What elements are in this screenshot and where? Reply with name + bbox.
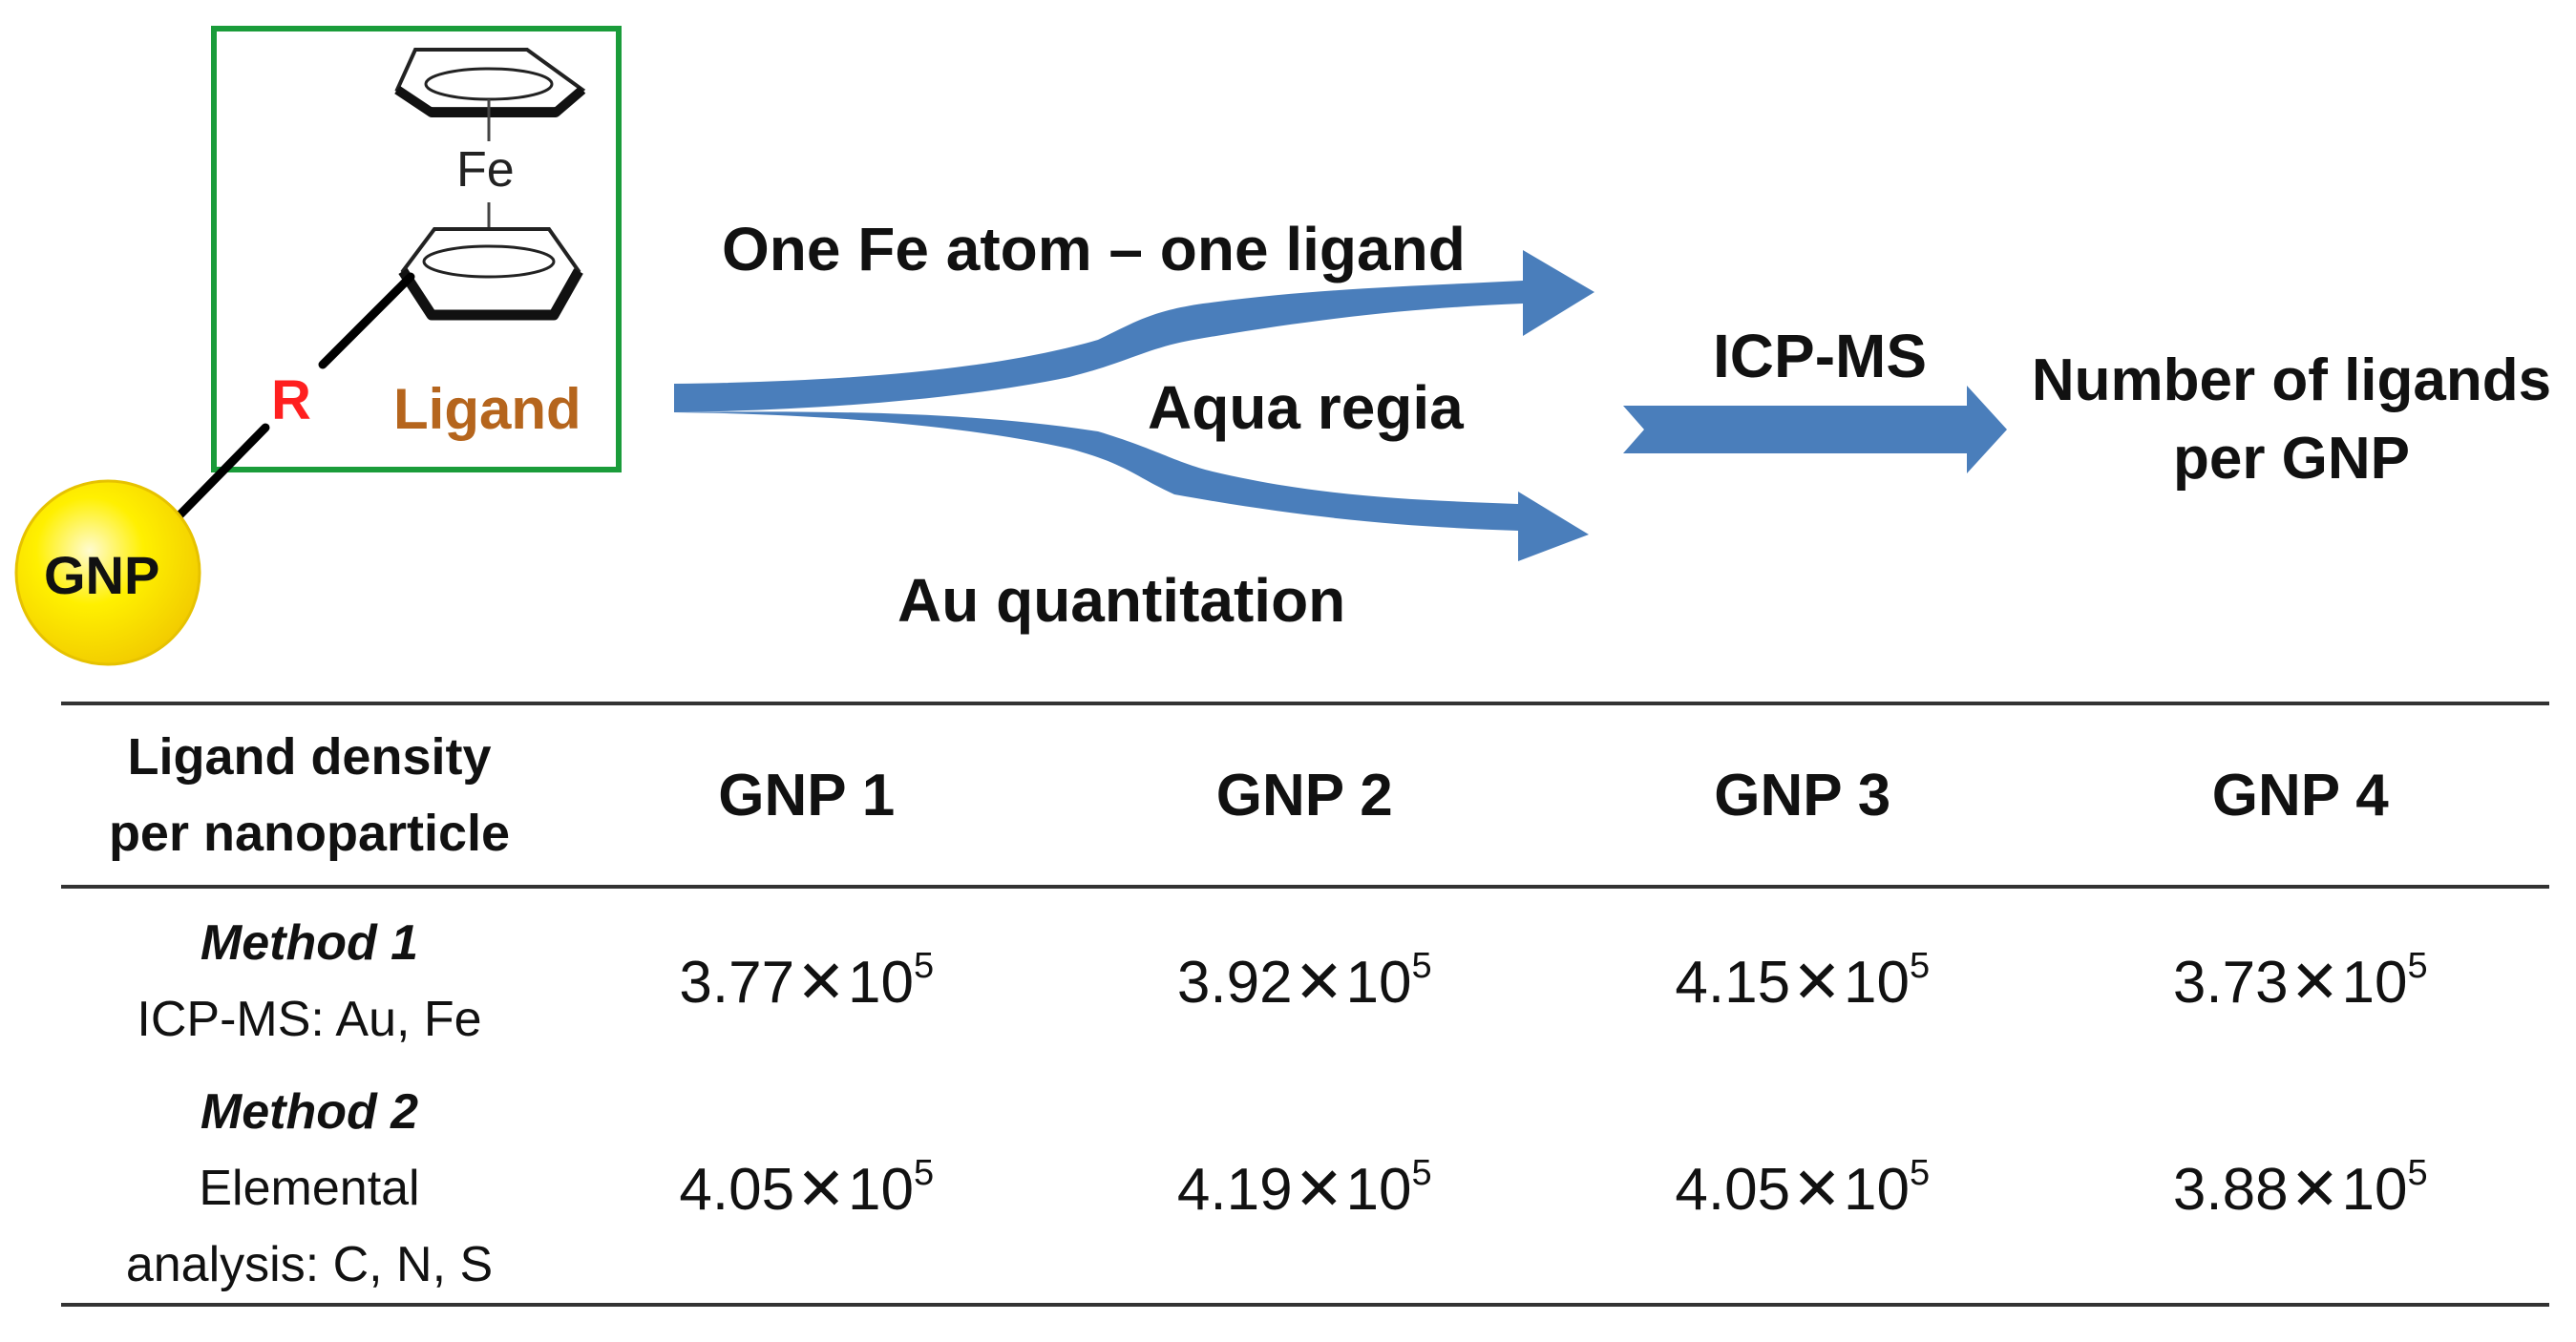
method-description: Elemental xyxy=(199,1161,420,1216)
result-line1: Number of ligands xyxy=(2031,347,2552,413)
middle-branch-label: Aqua regia xyxy=(1148,373,1464,442)
column-header-gnp-4: GNP 4 xyxy=(2051,702,2549,889)
header-row-title: Ligand density per nanoparticle xyxy=(61,702,558,889)
lower-branch-label: Au quantitation xyxy=(897,566,1346,635)
value-cell: 4.15✕105 xyxy=(1675,945,1931,1016)
value-cell: 3.73✕105 xyxy=(2172,945,2428,1016)
table-row-method-1: Method 1 ICP-MS: Au, Fe 3.77✕105 3.92✕10… xyxy=(61,887,2549,1074)
linker-bond-lower xyxy=(167,423,270,528)
value-cell: 3.77✕105 xyxy=(679,945,935,1016)
result-line2: per GNP xyxy=(2172,426,2411,492)
linker-r-label: R xyxy=(271,369,311,431)
ligand-density-table: Ligand density per nanoparticle GNP 1 GN… xyxy=(61,702,2549,1307)
method-cell: Method 1 ICP-MS: Au, Fe xyxy=(61,887,558,1074)
table-header-row: Ligand density per nanoparticle GNP 1 GN… xyxy=(61,702,2549,889)
value-cell: 4.05✕105 xyxy=(1553,1074,2052,1307)
gnp-label: GNP xyxy=(44,545,160,605)
method-description: ICP-MS: Au, Fe xyxy=(137,992,482,1047)
iron-label: Fe xyxy=(456,142,515,198)
header-title-line2: per nanoparticle xyxy=(108,805,511,862)
cp-ring-top-icon xyxy=(394,48,586,117)
method-name: Method 1 xyxy=(200,915,419,971)
value-cell: 4.19✕105 xyxy=(1055,1074,1553,1307)
upper-branch-label: One Fe atom – one ligand xyxy=(722,215,1466,283)
linker-bond-upper xyxy=(318,272,415,369)
result-label: Number of ligands per GNP xyxy=(2015,342,2568,498)
icp-ms-arrow-icon xyxy=(1623,386,2007,473)
value-cell: 3.88✕105 xyxy=(2051,1074,2549,1307)
ligand-label: Ligand xyxy=(393,377,581,441)
column-header-gnp-2: GNP 2 xyxy=(1055,702,1553,889)
ligand-box xyxy=(211,26,622,472)
method-description-line2: analysis: C, N, S xyxy=(125,1237,494,1292)
method-name: Method 2 xyxy=(200,1084,419,1140)
column-header-gnp-3: GNP 3 xyxy=(1553,702,2052,889)
scheme-graphic xyxy=(14,26,2007,666)
header-title-line1: Ligand density xyxy=(127,728,492,786)
value-cell: 4.05✕105 xyxy=(558,1074,1056,1307)
split-arrow-icon xyxy=(674,250,1594,561)
column-header-gnp-1: GNP 1 xyxy=(558,702,1056,889)
table-row-method-2: Method 2 Elemental analysis: C, N, S 4.0… xyxy=(61,1074,2549,1307)
cp-ring-bottom-icon xyxy=(398,227,583,321)
method-cell: Method 2 Elemental analysis: C, N, S xyxy=(61,1074,558,1307)
icp-ms-label: ICP-MS xyxy=(1713,322,1927,390)
gold-nanoparticle-icon xyxy=(14,479,201,666)
value-cell: 3.92✕105 xyxy=(1176,945,1432,1016)
